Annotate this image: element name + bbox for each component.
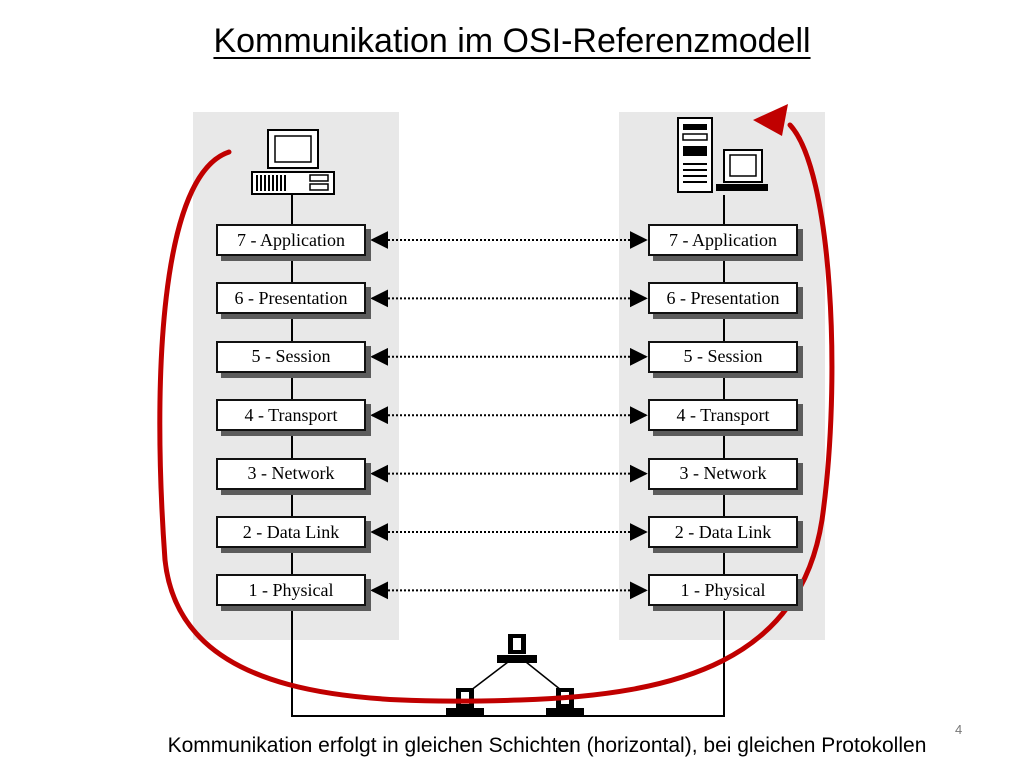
left-layer-network: 3 - Network — [216, 457, 366, 490]
red-communication-arrow — [157, 122, 835, 704]
left-layer-transport: 4 - Transport — [216, 399, 366, 432]
right-layer-presentation: 6 - Presentation — [648, 282, 798, 315]
right-layer-data-link: 2 - Data Link — [648, 516, 798, 548]
right-layer-network: 3 - Network — [648, 457, 798, 490]
right-layer-physical: 1 - Physical — [648, 574, 798, 607]
right-host-panel — [619, 112, 825, 640]
left-layer-physical: 1 - Physical — [216, 574, 366, 607]
left-host-panel — [193, 112, 399, 640]
router-icon-top — [497, 634, 537, 663]
left-layer-presentation: 6 - Presentation — [216, 282, 366, 315]
red-arrow-head — [753, 104, 788, 136]
server-computer-icon — [677, 117, 768, 193]
right-layer-transport: 4 - Transport — [648, 399, 798, 432]
left-layer-session: 5 - Session — [216, 340, 366, 373]
right-layer-session: 5 - Session — [648, 340, 798, 373]
left-layer-data-link: 2 - Data Link — [216, 516, 366, 548]
router-icon-right — [546, 688, 584, 716]
slide-number: 4 — [955, 722, 963, 737]
slide-title: Kommunikation im OSI-Referenzmodell — [213, 22, 811, 60]
desktop-computer-icon — [251, 129, 335, 195]
right-layer-application: 7 - Application — [648, 224, 798, 256]
peer-arrows — [370, 231, 648, 600]
slide-caption: Kommunikation erfolgt in gleichen Schich… — [167, 734, 927, 757]
left-layer-application: 7 - Application — [216, 224, 366, 256]
